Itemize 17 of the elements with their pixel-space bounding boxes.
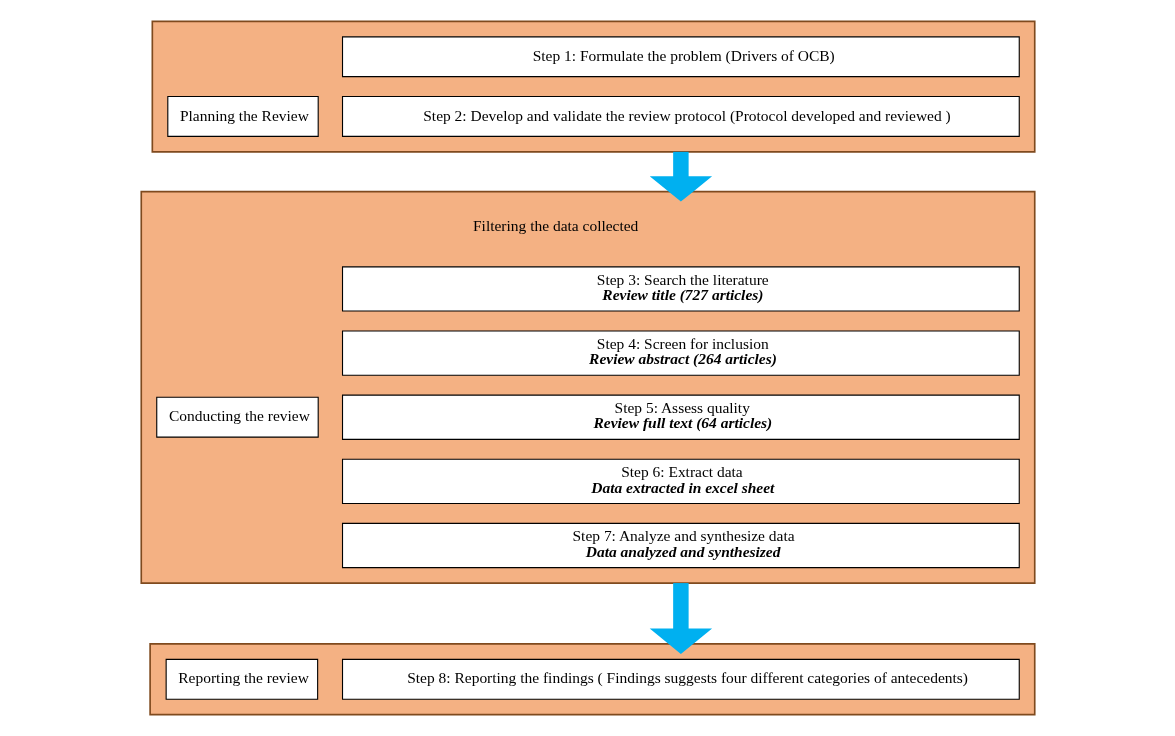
node-box: Step 5: Assess quality Review full text (64 articles) xyxy=(341,394,1020,440)
cluster xyxy=(148,643,1036,716)
arrow xyxy=(649,151,712,202)
node-box: Step 3: Search the literature Review title (727 articles) xyxy=(341,266,1020,312)
node-box: Planning the Review xyxy=(166,95,319,137)
node-box: Step 8: Reporting the findings ( Findings suggests four different categories of antecedents) xyxy=(341,658,1020,700)
label: Filtering the data collected xyxy=(472,217,638,235)
cluster xyxy=(151,20,1036,153)
arrow xyxy=(649,583,712,654)
node-box: Step 4: Screen for inclusion Review abstract (264 articles) xyxy=(341,330,1020,376)
node-box: Step 7: Analyze and synthesize data Data analyzed and synthesized xyxy=(341,522,1020,569)
node-box: Conducting the review xyxy=(155,396,319,438)
node-box: Step 6: Extract data Data extracted in excel sheet xyxy=(341,458,1020,504)
cluster xyxy=(139,190,1036,584)
node-box: Step 2: Develop and validate the review protocol (Protocol developed and reviewed ) xyxy=(341,95,1020,137)
node-box: Reporting the review xyxy=(165,658,318,700)
node-box: Step 1: Formulate the problem (Drivers of OCB) xyxy=(341,36,1020,78)
